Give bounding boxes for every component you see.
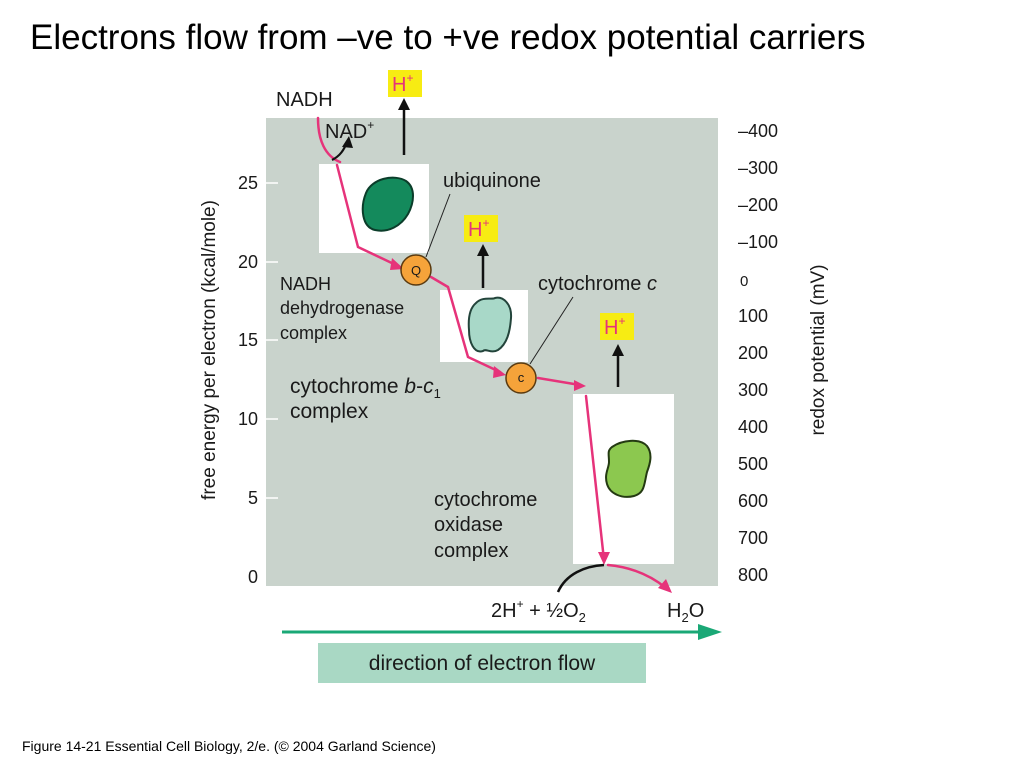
nadh-label: NADH: [276, 89, 333, 111]
svg-text:H+: H+: [392, 71, 413, 96]
proton-box-3: H+: [600, 313, 634, 340]
direction-label: direction of electron flow: [369, 652, 596, 675]
electron-arrowheads: [390, 258, 672, 593]
right-tick-0: 0: [740, 273, 748, 290]
right-tick-100: 100: [738, 306, 768, 326]
cytochrome-c-leader: [529, 296, 574, 365]
right-axis-ticks: –400 –300 –200 –100 0 100 200 300 400 50…: [718, 121, 778, 585]
left-tick-5: 5: [248, 488, 258, 508]
ubiquinone-leader: [425, 193, 451, 258]
svg-text:H+: H+: [468, 216, 489, 241]
water-formation-curve: [556, 563, 605, 593]
nadh-complex-line3: complex: [280, 323, 347, 343]
right-tick-300: 300: [738, 380, 768, 400]
left-tick-15: 15: [238, 330, 258, 350]
right-axis-title: redox potential (mV): [808, 264, 829, 435]
nadh-complex-line1: NADH: [280, 274, 331, 294]
cytochrome-c-carrier: c: [505, 362, 537, 394]
water-label: H2O: [667, 600, 704, 625]
oxidase-line3: complex: [434, 540, 508, 562]
right-tick-200: 200: [738, 343, 768, 363]
right-tick-800: 800: [738, 565, 768, 585]
cytochrome-oxidase-blob: [605, 439, 652, 498]
bc1-complex-line1: cytochrome b-c1: [290, 375, 441, 401]
direction-arrowhead: [698, 624, 722, 640]
cytochrome-c-label: cytochrome c: [538, 273, 657, 295]
right-tick-500: 500: [738, 454, 768, 474]
proton-box-2: H+: [464, 215, 498, 242]
svg-text:H+: H+: [604, 314, 625, 339]
right-tick-m300: –300: [738, 158, 778, 178]
electron-path: [316, 116, 668, 590]
ubiquinone-carrier: Q: [400, 254, 432, 286]
left-axis-ticks: 25 20 15 10 5 0: [238, 173, 278, 587]
oxidase-line1: cytochrome: [434, 489, 537, 511]
cytochrome-bc1-blob: [467, 296, 513, 353]
nadh-dehydrogenase-blob: [361, 176, 414, 232]
nad-plus-label: NAD+: [325, 118, 374, 143]
proton-pump-arrows: [402, 106, 620, 387]
left-tick-10: 10: [238, 409, 258, 429]
right-tick-m200: –200: [738, 195, 778, 215]
right-tick-700: 700: [738, 528, 768, 548]
left-tick-25: 25: [238, 173, 258, 193]
nadh-complex-line2: dehydrogenase: [280, 298, 404, 318]
oxidase-line2: oxidase: [434, 514, 503, 536]
svg-text:Q: Q: [411, 263, 421, 278]
right-tick-m400: –400: [738, 121, 778, 141]
left-axis-title: free energy per electron (kcal/mole): [199, 200, 220, 500]
svg-text:c: c: [518, 370, 525, 385]
reactants-label: 2H+ + ½O2: [491, 597, 586, 625]
figure-caption: Figure 14-21 Essential Cell Biology, 2/e…: [22, 738, 436, 754]
proton-box-1: H+: [388, 70, 422, 97]
left-tick-20: 20: [238, 252, 258, 272]
right-tick-400: 400: [738, 417, 768, 437]
slide-title: Electrons flow from –ve to +ve redox pot…: [30, 18, 866, 57]
right-tick-600: 600: [738, 491, 768, 511]
direction-label-box: [318, 643, 646, 683]
bc1-complex-line2: complex: [290, 400, 369, 423]
left-tick-0: 0: [248, 567, 258, 587]
ubiquinone-label: ubiquinone: [443, 170, 541, 192]
right-tick-m100: –100: [738, 232, 778, 252]
